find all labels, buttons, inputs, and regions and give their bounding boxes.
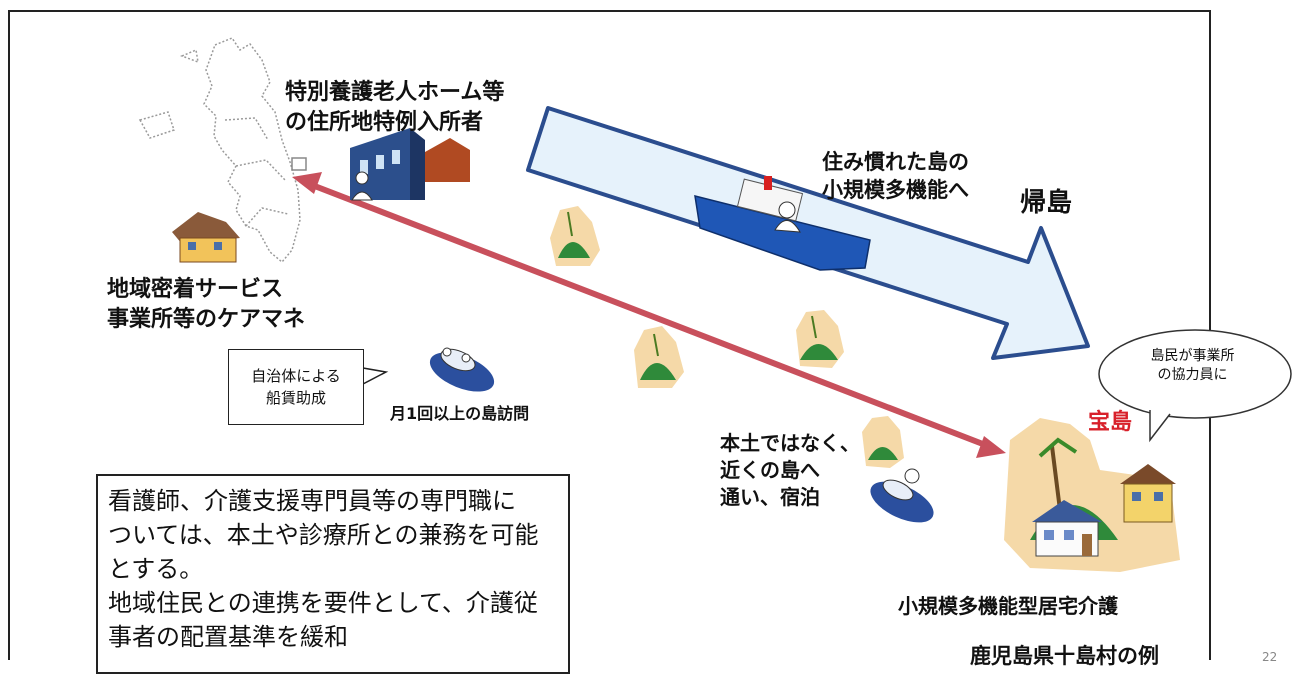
islander-bubble-text: 島民が事業所 の協力員に — [1150, 348, 1235, 383]
route-arrow — [292, 172, 1006, 458]
island-icon-4 — [862, 416, 904, 468]
subsidy-box: 自治体による 船賃助成 — [228, 349, 364, 425]
takarajima-label: 宝島 — [1088, 410, 1133, 435]
small-service-label: 小規模多機能型居宅介護 — [898, 594, 1118, 618]
takarajima-village-icon — [1004, 418, 1180, 572]
care-manager-label: 地域密着サービス 事業所等のケアマネ — [107, 277, 306, 332]
nursing-home-label: 特別養護老人ホーム等 の住所地特例入所者 — [285, 80, 505, 135]
return-island-label: 帰島 — [1020, 188, 1073, 218]
subsidy-pointer — [362, 367, 389, 385]
island-icon-1 — [550, 206, 600, 266]
island-icon-3 — [796, 310, 844, 368]
example-label: 鹿児島県十島村の例 — [970, 644, 1159, 668]
monthly-visit-label: 月1回以上の島訪問 — [390, 404, 530, 423]
map-outline — [138, 37, 301, 264]
small-ferry-icon-2 — [870, 468, 934, 523]
island-icon-2 — [634, 326, 684, 388]
house-icon — [172, 212, 240, 263]
page-number: 22 — [1262, 650, 1278, 664]
nursing-home-icon — [350, 128, 470, 201]
kagoshima-marker — [291, 157, 307, 171]
ferry-icon — [694, 176, 871, 271]
return-sub-label: 住み慣れた島の 小規模多機能へ — [822, 150, 969, 202]
note-box: 看護師、介護支援専門員等の専門職に ついては、本土や診療所との兼務を可能 とする… — [96, 474, 570, 674]
islander-bubble — [1098, 329, 1292, 443]
small-ferry-icon — [429, 347, 495, 392]
near-island-label: 本土ではなく、 近くの島へ 通い、宿泊 — [720, 431, 860, 509]
